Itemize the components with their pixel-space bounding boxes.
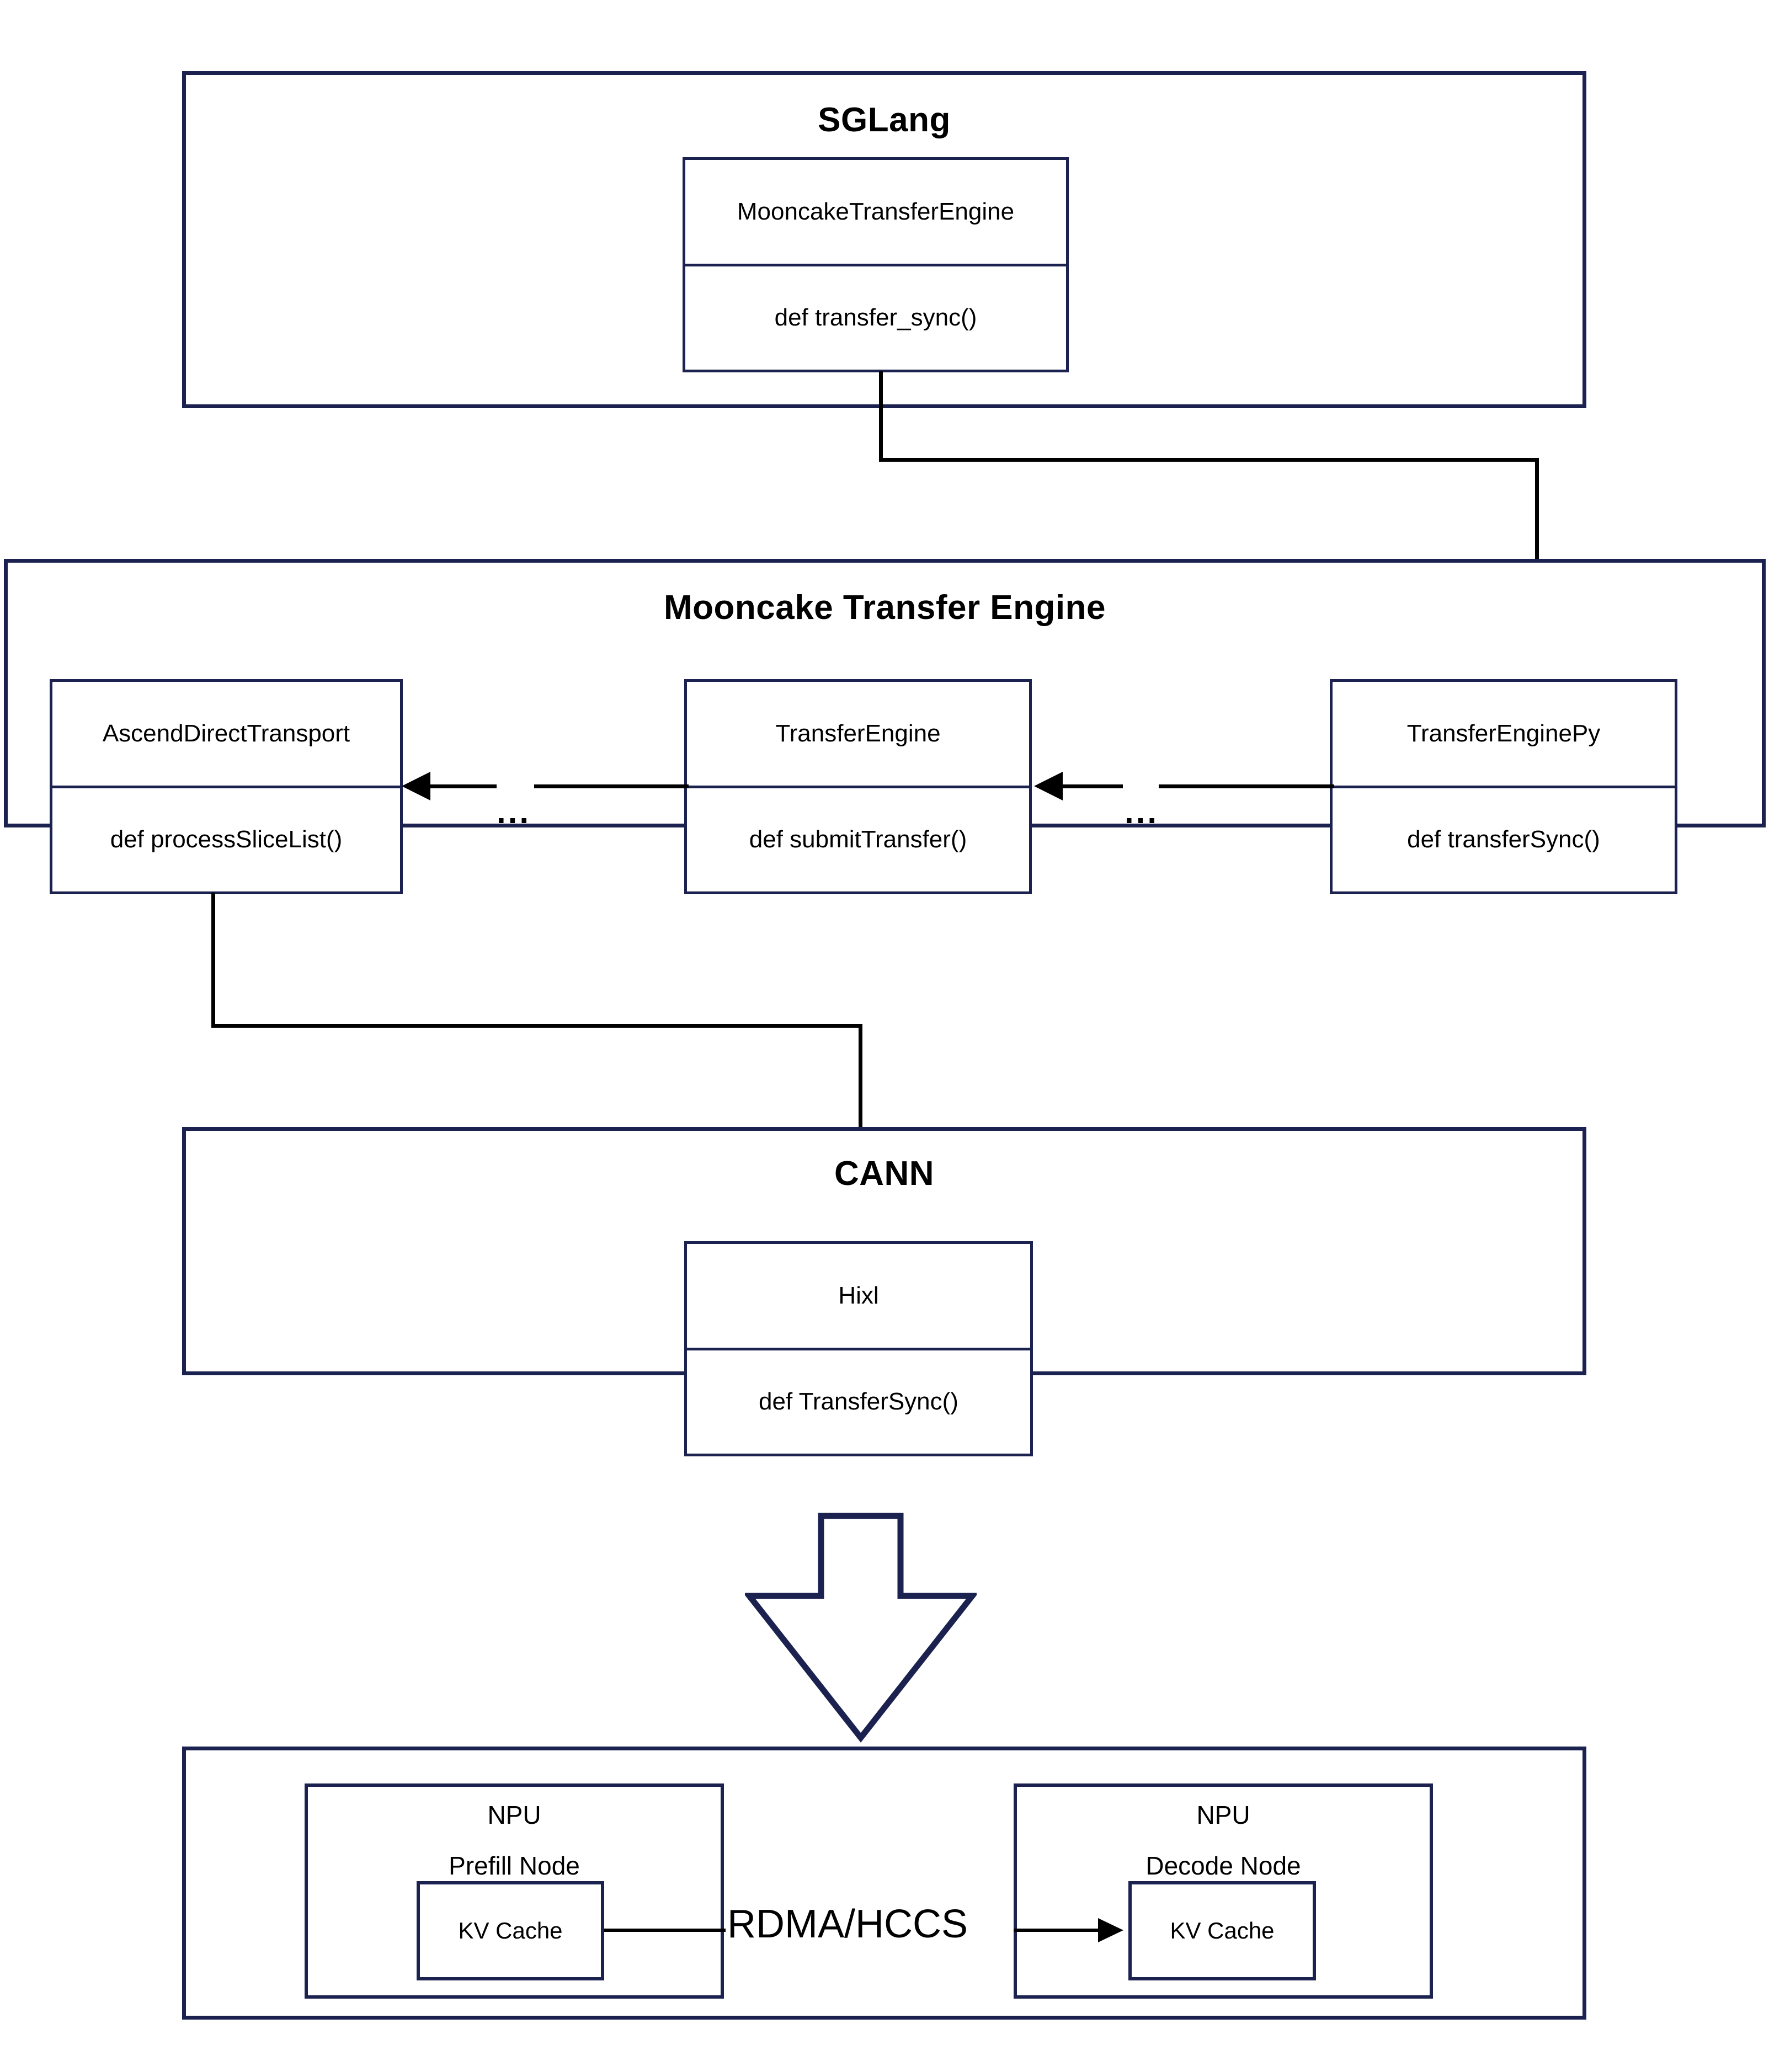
connector-transfer-engine-py-to-engine-segment-b bbox=[1159, 784, 1334, 788]
class-name-transfer-engine-py: TransferEnginePy bbox=[1333, 682, 1675, 788]
rdma-hccs-label: RDMA/HCCS bbox=[727, 1902, 968, 1946]
connector-kv-cache-prefill-to-link bbox=[604, 1929, 726, 1932]
ellipsis-right: ... bbox=[1125, 793, 1159, 830]
connector-link-to-kv-cache-decode bbox=[1014, 1929, 1099, 1932]
kv-cache-decode[interactable]: KV Cache bbox=[1128, 1881, 1316, 1980]
connector-transfer-engine-to-ascend-segment-b bbox=[534, 784, 689, 788]
ellipsis-left: ... bbox=[497, 793, 531, 830]
class-name-ascend-direct-transport: AscendDirectTransport bbox=[52, 682, 400, 788]
connector-transfer-engine-py-to-engine-segment-a bbox=[1062, 784, 1123, 788]
npu-prefill-node-line1: NPU bbox=[487, 1801, 541, 1829]
class-name-hixl: Hixl bbox=[687, 1244, 1030, 1350]
class-method-submit-transfer: def submitTransfer() bbox=[749, 826, 967, 853]
cann-layer-title: CANN bbox=[834, 1155, 935, 1193]
mooncake-layer-title: Mooncake Transfer Engine bbox=[664, 589, 1106, 627]
sglang-layer-title: SGLang bbox=[818, 101, 951, 139]
connector-mooncake-to-cann-horizontal bbox=[211, 1024, 862, 1028]
arrowhead-into-kv-cache-decode bbox=[1098, 1918, 1123, 1942]
class-method-transfer-sync: def transfer_sync() bbox=[774, 304, 977, 332]
connector-sglang-to-mooncake-horizontal bbox=[879, 458, 1539, 462]
class-name-mooncake-transfer-engine: MooncakeTransferEngine bbox=[685, 160, 1066, 266]
arrowhead-into-transfer-engine bbox=[1034, 772, 1063, 800]
connector-sglang-to-mooncake-vertical-1 bbox=[879, 371, 883, 462]
class-box-ascend-direct-transport[interactable]: AscendDirectTransport def processSliceLi… bbox=[50, 679, 403, 894]
arrowhead-into-ascend-direct-transport bbox=[402, 772, 430, 800]
npu-prefill-node-line2: Prefill Node bbox=[449, 1851, 580, 1880]
connector-mooncake-to-cann-vertical-1 bbox=[211, 893, 215, 1028]
big-down-arrow-icon bbox=[745, 1513, 977, 1743]
connector-transfer-engine-to-ascend-segment-a bbox=[430, 784, 497, 788]
class-box-mooncake-transfer-engine[interactable]: MooncakeTransferEngine def transfer_sync… bbox=[683, 157, 1069, 372]
npu-decode-node-line2: Decode Node bbox=[1145, 1851, 1301, 1880]
class-name-transfer-engine: TransferEngine bbox=[687, 682, 1029, 788]
class-box-transfer-engine[interactable]: TransferEngine def submitTransfer() bbox=[684, 679, 1032, 894]
class-method-process-slice-list: def processSliceList() bbox=[110, 826, 343, 853]
kv-cache-prefill[interactable]: KV Cache bbox=[417, 1881, 604, 1980]
class-method-hixl-transfer-sync: def TransferSync() bbox=[759, 1388, 958, 1416]
class-box-hixl[interactable]: Hixl def TransferSync() bbox=[684, 1241, 1033, 1456]
class-box-transfer-engine-py[interactable]: TransferEnginePy def transferSync() bbox=[1330, 679, 1677, 894]
npu-decode-node-line1: NPU bbox=[1196, 1801, 1250, 1829]
class-method-transfer-sync: def transferSync() bbox=[1407, 826, 1600, 853]
